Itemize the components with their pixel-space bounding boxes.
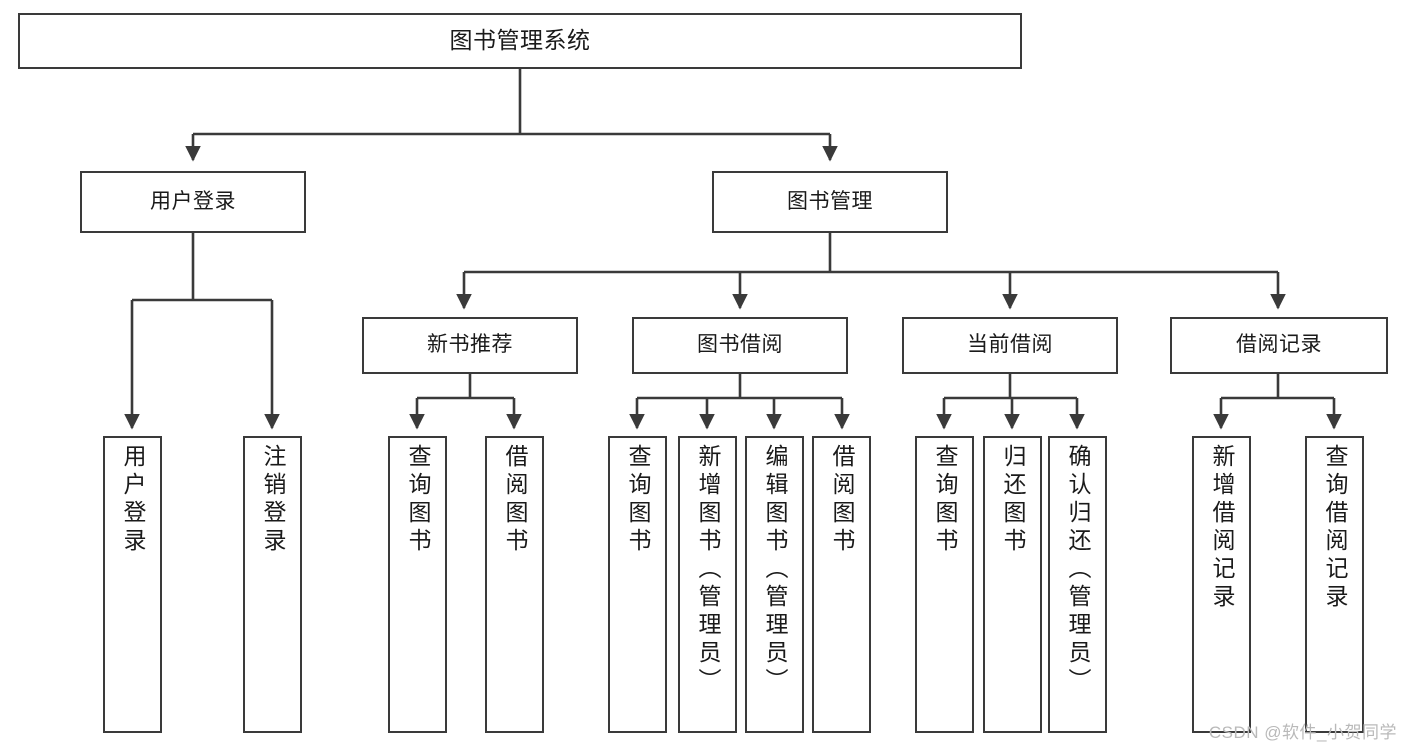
node-label: 新增借阅记录 — [1209, 444, 1235, 612]
node-current-borrow[interactable]: 当前借阅 — [902, 317, 1118, 374]
node-root-book-management-system[interactable]: 图书管理系统 — [18, 13, 1022, 69]
node-leaf-query-book-borrow[interactable]: 查询图书 — [608, 436, 667, 733]
node-label: 图书借阅 — [697, 333, 783, 357]
node-label: 新书推荐 — [427, 333, 513, 357]
node-book-management[interactable]: 图书管理 — [712, 171, 948, 233]
node-label: 查询图书 — [932, 444, 958, 556]
node-leaf-borrow-book[interactable]: 借阅图书 — [812, 436, 871, 733]
node-label: 查询图书 — [625, 444, 651, 556]
node-leaf-edit-book-admin[interactable]: 编辑图书（管理员） — [745, 436, 804, 733]
csdn-watermark: CSDN @软件_小贺同学 — [1208, 723, 1397, 742]
node-label: 编辑图书（管理员） — [762, 444, 788, 696]
node-label: 确认归还（管理员） — [1065, 444, 1091, 696]
node-user-login[interactable]: 用户登录 — [80, 171, 306, 233]
node-leaf-borrow-book-recommend[interactable]: 借阅图书 — [485, 436, 544, 733]
node-leaf-add-borrow-record[interactable]: 新增借阅记录 — [1192, 436, 1251, 733]
node-leaf-add-book-admin[interactable]: 新增图书（管理员） — [678, 436, 737, 733]
node-label: 用户登录 — [120, 444, 146, 556]
node-label: 归还图书 — [1000, 444, 1026, 556]
node-label: 借阅图书 — [502, 444, 528, 556]
node-label: 新增图书（管理员） — [695, 444, 721, 696]
node-leaf-confirm-return-admin[interactable]: 确认归还（管理员） — [1048, 436, 1107, 733]
node-leaf-query-borrow-record[interactable]: 查询借阅记录 — [1305, 436, 1364, 733]
node-borrow-record[interactable]: 借阅记录 — [1170, 317, 1388, 374]
node-label: 图书管理系统 — [449, 27, 591, 54]
node-label: 借阅记录 — [1236, 333, 1322, 357]
node-leaf-user-logout[interactable]: 注销登录 — [243, 436, 302, 733]
node-label: 图书管理 — [787, 189, 873, 213]
node-label: 查询图书 — [405, 444, 431, 556]
node-label: 用户登录 — [150, 189, 236, 213]
node-leaf-user-login[interactable]: 用户登录 — [103, 436, 162, 733]
node-label: 查询借阅记录 — [1322, 444, 1348, 612]
node-label: 当前借阅 — [967, 333, 1053, 357]
node-book-borrow[interactable]: 图书借阅 — [632, 317, 848, 374]
node-leaf-query-book-current[interactable]: 查询图书 — [915, 436, 974, 733]
node-label: 注销登录 — [260, 444, 286, 556]
node-leaf-query-book-recommend[interactable]: 查询图书 — [388, 436, 447, 733]
node-leaf-return-book[interactable]: 归还图书 — [983, 436, 1042, 733]
node-label: 借阅图书 — [829, 444, 855, 556]
node-new-book-recommend[interactable]: 新书推荐 — [362, 317, 578, 374]
